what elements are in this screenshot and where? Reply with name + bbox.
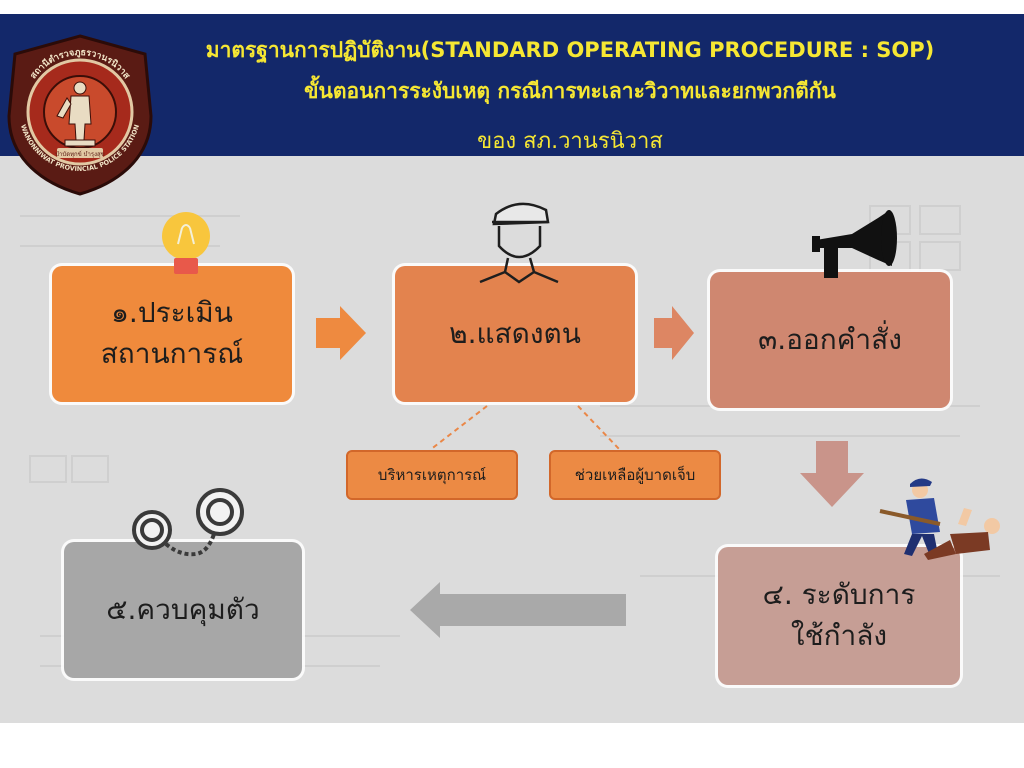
step-3-label: ๓.ออกคำสั่ง bbox=[758, 322, 902, 356]
step-5-detain: ๕.ควบคุมตัว bbox=[64, 542, 302, 678]
step-1-assess-situation: ๑.ประเมิน สถานการณ์ bbox=[52, 266, 292, 402]
sub-step-help-label: ช่วยเหลือผู้บาดเจ็บ bbox=[574, 466, 696, 484]
step-1-label-line1: ๑.ประเมิน bbox=[111, 296, 233, 330]
sub-step-help-injured: ช่วยเหลือผู้บาดเจ็บ bbox=[549, 450, 721, 500]
step-2-label: ๒.แสดงตน bbox=[449, 316, 581, 350]
step-3-give-orders: ๓.ออกคำสั่ง bbox=[710, 272, 950, 408]
svg-text:บำบัดทุกข์ บำรุงสุข: บำบัดทุกข์ บำรุงสุข bbox=[55, 150, 105, 158]
step-2-identify-self: ๒.แสดงตน bbox=[395, 266, 635, 402]
page-title: มาตรฐานการปฏิบัติงาน(STANDARD OPERATING … bbox=[205, 38, 935, 62]
page-subtitle: ขั้นตอนการระงับเหตุ กรณีการทะเลาะวิวาทแล… bbox=[304, 79, 836, 103]
sub-step-manage-incident: บริหารเหตุการณ์ bbox=[346, 450, 518, 500]
police-station-logo: สถานีตำรวจภูธรวานรนิวาส WANONNIWAT PROVI… bbox=[7, 34, 153, 196]
sop-slide: มาตรฐานการปฏิบัติงาน(STANDARD OPERATING … bbox=[0, 14, 1024, 723]
header-band: มาตรฐานการปฏิบัติงาน(STANDARD OPERATING … bbox=[0, 14, 1024, 156]
station-name: ของ สภ.วานรนิวาส bbox=[477, 129, 663, 154]
step-4-use-of-force: ๔. ระดับการ ใช้กำลัง bbox=[718, 547, 960, 685]
step-4-label-line1: ๔. ระดับการ bbox=[762, 578, 916, 612]
step-5-label: ๕.ควบคุมตัว bbox=[106, 592, 260, 626]
step-4-label-line2: ใช้กำลัง bbox=[790, 619, 888, 652]
step-1-label-line2: สถานการณ์ bbox=[100, 337, 244, 370]
sub-step-manage-label: บริหารเหตุการณ์ bbox=[377, 466, 487, 484]
